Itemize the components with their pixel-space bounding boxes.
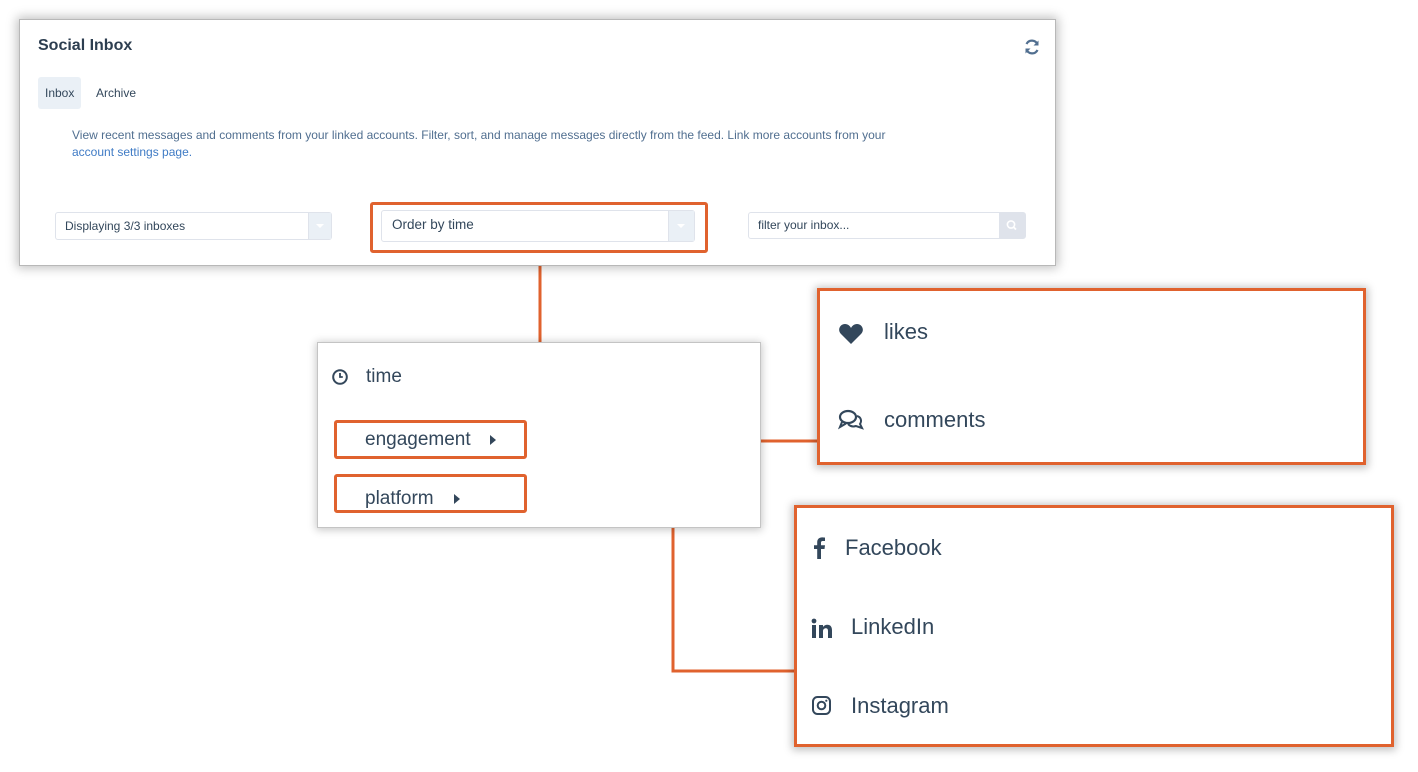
- page-title: Social Inbox: [38, 37, 133, 54]
- menu-item-time[interactable]: time: [366, 366, 402, 387]
- inbox-select[interactable]: Displaying 3/3 inboxes: [55, 212, 332, 240]
- menu-item-linkedin[interactable]: LinkedIn: [851, 614, 935, 639]
- engagement-submenu: likes comments: [817, 288, 1366, 465]
- facebook-icon: [814, 537, 825, 559]
- search-icon: [1006, 220, 1017, 231]
- menu-item-engagement-label: engagement: [365, 429, 471, 450]
- inbox-select-value: Displaying 3/3 inboxes: [65, 219, 186, 233]
- comments-icon: [838, 409, 864, 430]
- menu-item-platform-label: platform: [365, 488, 434, 509]
- search-button[interactable]: [999, 213, 1025, 238]
- social-inbox-panel: Social Inbox Inbox Archive View recent m…: [20, 20, 1055, 265]
- heart-icon: [839, 324, 863, 344]
- instagram-icon: [812, 696, 831, 715]
- chevron-down-icon: [308, 213, 331, 239]
- clock-icon: [332, 369, 348, 385]
- tab-archive[interactable]: Archive: [96, 86, 137, 100]
- refresh-icon[interactable]: [1023, 38, 1041, 56]
- caret-right-icon: [490, 435, 496, 445]
- platform-submenu: Facebook LinkedIn Instagram: [794, 505, 1394, 747]
- description-text: View recent messages and comments from y…: [72, 128, 886, 142]
- linkedin-icon: [811, 618, 832, 638]
- order-select-highlight: [370, 202, 708, 253]
- menu-item-platform[interactable]: platform: [334, 474, 527, 513]
- caret-right-icon: [454, 494, 460, 504]
- search-input[interactable]: filter your inbox...: [748, 212, 1026, 239]
- inbox-description: View recent messages and comments from y…: [72, 127, 1012, 161]
- menu-item-engagement[interactable]: engagement: [334, 420, 527, 459]
- account-settings-link[interactable]: account settings page.: [72, 145, 193, 159]
- order-menu: time engagement platform: [318, 343, 760, 527]
- order-select-value: Order by time: [392, 217, 474, 232]
- tab-inbox[interactable]: Inbox: [38, 77, 82, 109]
- search-placeholder: filter your inbox...: [758, 218, 850, 232]
- menu-item-likes[interactable]: likes: [884, 319, 929, 344]
- menu-item-instagram[interactable]: Instagram: [851, 693, 949, 718]
- menu-item-facebook[interactable]: Facebook: [845, 535, 942, 560]
- chevron-down-icon: [668, 211, 694, 241]
- menu-item-comments[interactable]: comments: [884, 407, 986, 432]
- order-select[interactable]: Order by time: [381, 210, 695, 242]
